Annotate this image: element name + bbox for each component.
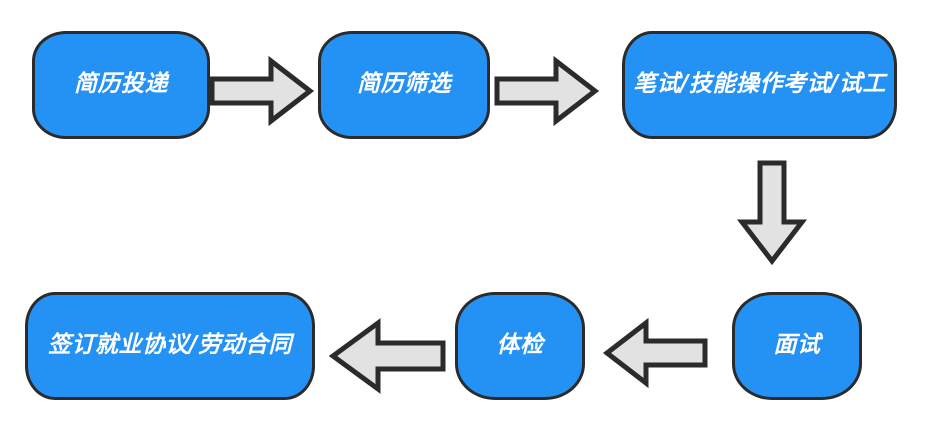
flow-node-resume-submit[interactable]: 简历投递: [32, 31, 210, 139]
flow-node-label: 体检: [496, 332, 544, 359]
flow-node-written-test[interactable]: 笔试/技能操作考试/试工: [622, 31, 897, 139]
flow-node-interview[interactable]: 面试: [732, 292, 862, 400]
flow-arrow-left-interview-to-exam: [602, 317, 708, 389]
flow-node-label: 简历筛选: [357, 71, 451, 98]
flow-node-sign-contract[interactable]: 签订就业协议/劳动合同: [25, 292, 315, 400]
flow-node-label: 签订就业协议/劳动合同: [48, 332, 292, 359]
flow-node-label: 简历投递: [74, 71, 168, 98]
flow-node-physical-exam[interactable]: 体检: [455, 292, 585, 400]
flow-node-resume-screen[interactable]: 简历筛选: [318, 31, 490, 139]
flow-node-label: 笔试/技能操作考试/试工: [633, 71, 886, 98]
flow-arrow-left-exam-to-contract: [328, 318, 446, 394]
flow-arrow-right-submit-to-screen: [209, 55, 315, 127]
flow-arrow-down-test-to-interview: [736, 160, 808, 266]
flow-node-label: 面试: [773, 332, 821, 359]
flow-arrow-right-screen-to-test: [494, 55, 600, 127]
